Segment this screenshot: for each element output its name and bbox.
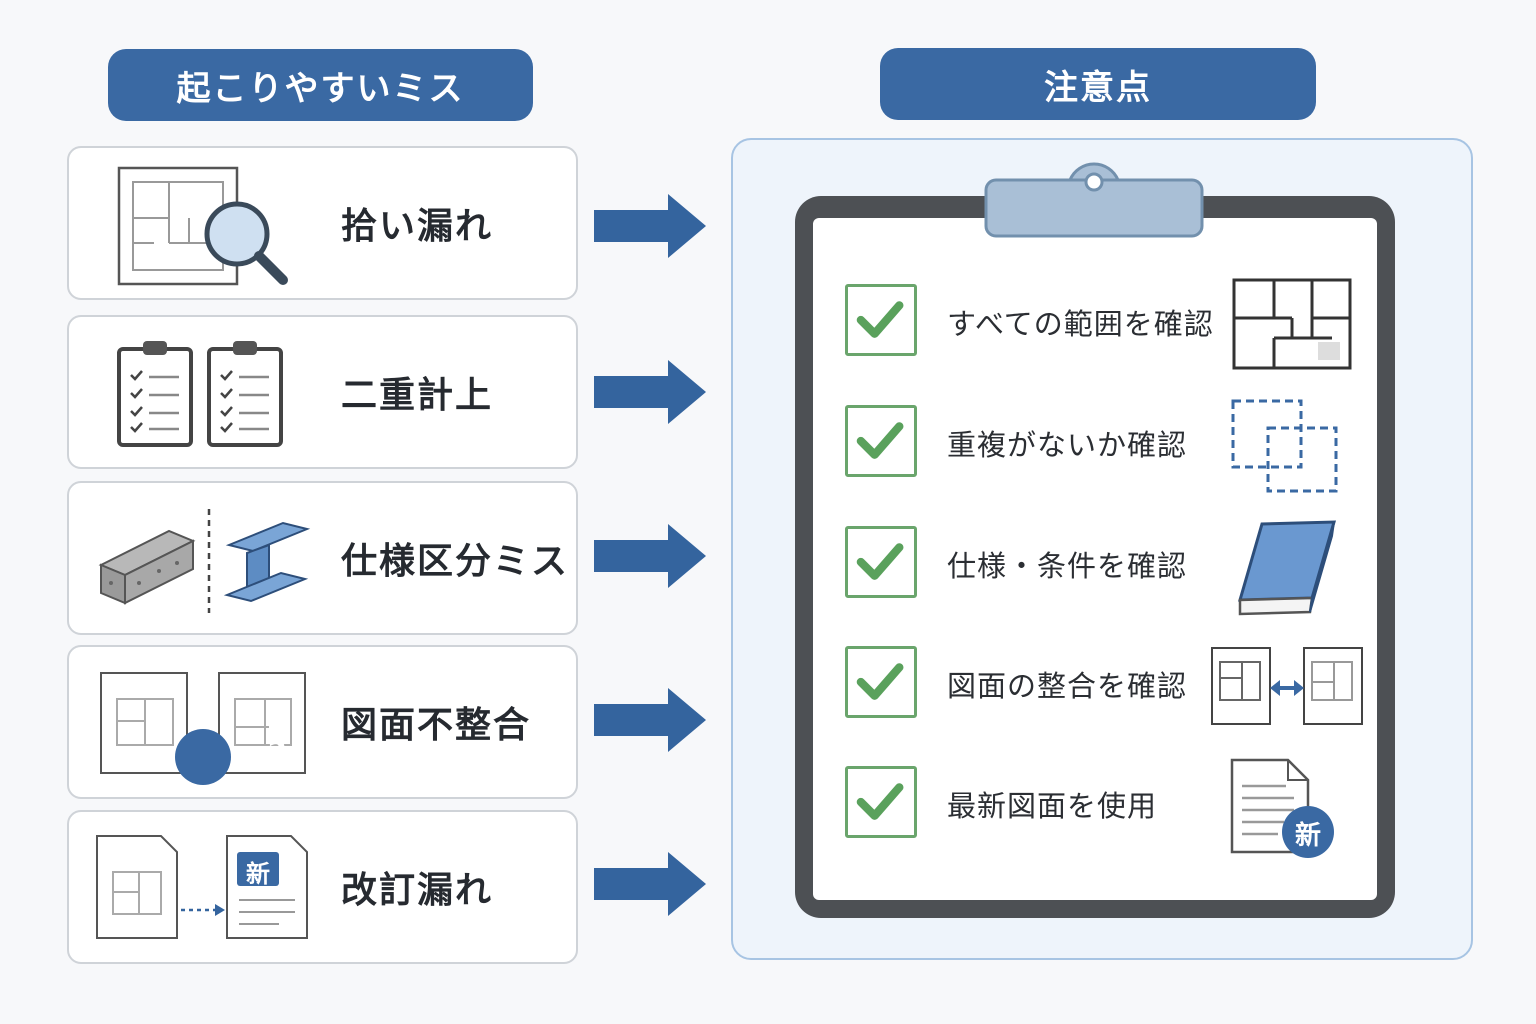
checkmark-icon [856,543,904,580]
check-label: 仕様・条件を確認 [947,549,1188,583]
check-label: 図面の整合を確認 [947,669,1188,703]
checkbox[interactable] [845,646,917,718]
mistakes-header: 起こりやすいミス [108,49,533,121]
compare-drawings-icon [1211,647,1363,725]
checkmark-icon [856,422,904,459]
mistake-label: 図面不整合 [341,705,532,746]
right-arrow-icon [594,194,706,258]
right-arrow-icon [594,524,706,588]
mistake-card-spec: 仕様区分ミス [67,481,578,635]
checkbox[interactable] [845,284,917,356]
new-badge: 新 [246,860,270,888]
mistake-label: 二重計上 [341,375,494,416]
check-item: 図面の整合を確認 [845,646,1375,722]
mistake-card-omission: 拾い漏れ [67,146,578,300]
floorplan-magnifier-icon [117,166,288,286]
mistake-card-mismatch: ? 図面不整合 [67,645,578,799]
full-floorplan-icon [1232,278,1352,370]
specification-book-icon [1237,520,1337,616]
checkbox[interactable] [845,405,917,477]
right-arrow-icon [594,688,706,752]
new-badge: 新 [1294,821,1321,851]
right-arrow-icon [594,852,706,916]
new-document-icon [1230,758,1334,858]
check-item: すべての範囲を確認 [845,284,1375,360]
checkmark-icon [856,301,904,338]
right-arrow-icon [594,360,706,424]
check-label: すべての範囲を確認 [947,307,1214,341]
checkbox[interactable] [845,526,917,598]
mistake-label: 拾い漏れ [341,206,494,247]
question-badge: ? [267,734,287,772]
overlap-squares-icon [1231,399,1338,493]
checkmark-icon [856,783,904,820]
precautions-header: 注意点 [880,48,1316,120]
check-item: 最新図面を使用 [845,766,1375,842]
revision-document-icon [96,835,308,939]
mistake-label: 改訂漏れ [341,870,494,911]
check-label: 最新図面を使用 [947,789,1158,823]
mistake-card-double-count: 二重計上 [67,315,578,469]
check-item: 仕様・条件を確認 [845,526,1375,602]
checkbox[interactable] [845,766,917,838]
clipboard-clip-icon [984,162,1204,238]
concrete-steel-icon [98,509,311,613]
check-label: 重複がないか確認 [947,428,1188,462]
mistake-label: 仕様区分ミス [341,541,570,582]
checkmark-icon [856,663,904,700]
duplicate-clipboards-icon [117,341,283,447]
mistake-card-revision: 新 改訂漏れ [67,810,578,964]
drawing-mismatch-icon [100,672,306,785]
check-item: 重複がないか確認 [845,405,1375,481]
